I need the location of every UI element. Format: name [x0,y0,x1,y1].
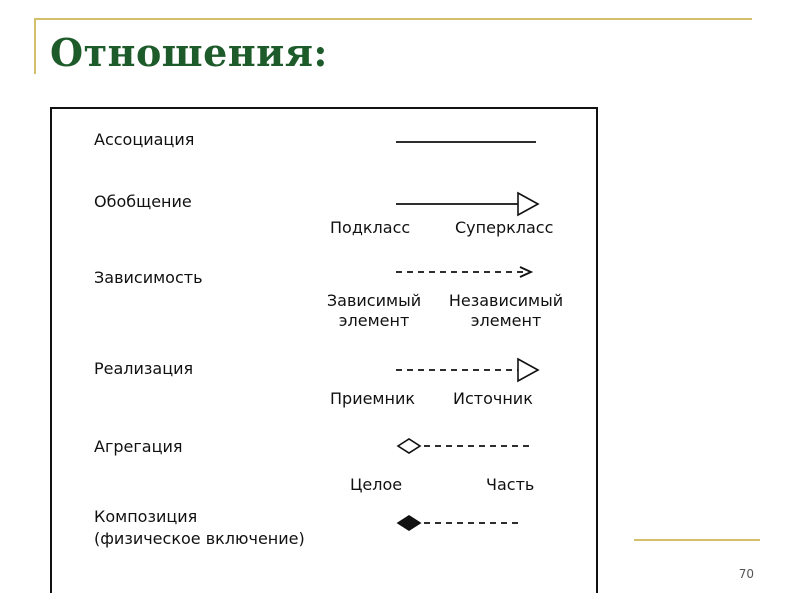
role-subclass: Подкласс [330,218,411,237]
relation-label-aggregation: Агрегация [94,437,183,456]
relation-label-realization: Реализация [94,359,194,378]
diagram-frame [50,107,598,593]
role-dependent-element-text: Зависимый элемент [326,291,422,330]
role-superclass: Суперкласс [455,218,554,237]
slide-title: Отношения: [50,30,328,75]
relation-label-composition: Композиция [94,507,198,526]
relation-note-composition: (физическое включение) [94,529,305,548]
top-decor-line [34,18,752,20]
realization-arrow [396,357,540,383]
generalization-arrow [396,191,540,217]
role-source: Источник [453,389,533,408]
role-receiver: Приемник [330,389,416,408]
bottom-decor-line [634,539,760,541]
dependency-arrow [396,266,534,278]
role-independent-element: Независимый элемент [440,291,572,331]
left-decor-line [34,18,36,74]
composition-line [396,515,518,531]
role-whole: Целое [350,475,403,494]
aggregation-line [396,438,530,454]
association-line [396,141,536,143]
role-part: Часть [486,475,535,494]
relation-label-dependency: Зависимость [94,268,203,287]
relation-label-association: Ассоциация [94,130,195,149]
relation-label-generalization: Обобщение [94,192,192,211]
page-number: 70 [738,567,754,581]
role-dependent-element: Зависимый элемент [318,291,430,331]
role-independent-element-text: Независимый элемент [448,291,564,330]
